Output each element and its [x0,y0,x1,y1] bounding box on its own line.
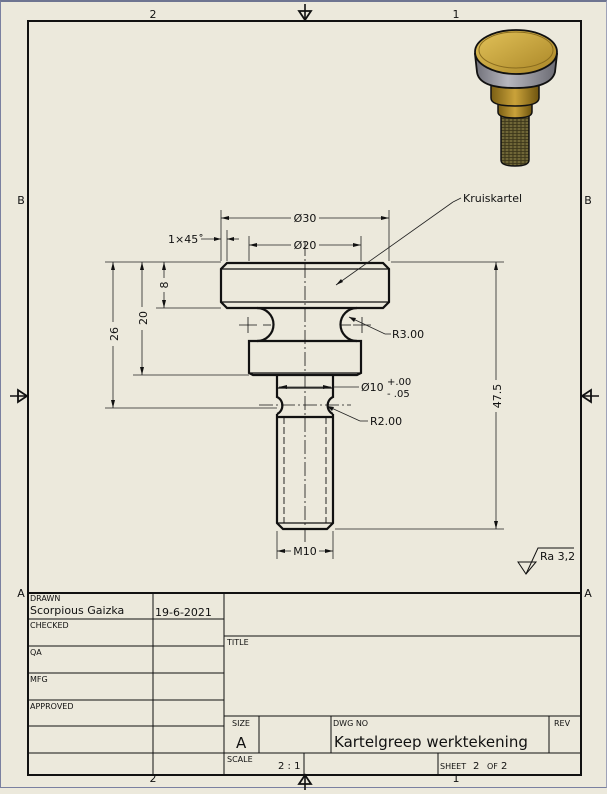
isometric-view [473,29,559,167]
head-outline [219,261,391,310]
label-approved: APPROVED [30,702,74,711]
label-of: OF [487,762,498,771]
label-qa: QA [30,648,42,657]
dim-text-chamfer: 1×45˚ [168,233,204,246]
dim-text-height-47-5: 47.5 [491,384,504,409]
dim-text-radius-3: R3.00 [392,328,424,341]
zone-label-top-1: 1 [453,8,460,21]
zone-label-top-2: 2 [150,8,157,21]
label-size: SIZE [232,719,250,728]
zone-label-right-b: B [584,194,592,207]
dim-text-height-20: 20 [137,311,150,325]
zone-label-bottom-2: 2 [150,772,157,785]
zone-label-left-b: B [17,194,25,207]
centering-mark-right [580,388,599,404]
dimension-dia-10: Ø10 +.00 - .05 [279,377,411,400]
value-dwg-no: Kartelgreep werktekening [334,733,528,751]
surface-finish-symbol: Ra 3,2 [517,547,575,575]
label-dwg-no: DWG NO [333,719,368,728]
dimension-chamfer: 1×45˚ [168,230,239,261]
label-drawn: DRAWN [30,594,60,603]
note-knurl: Kruiskartel [463,192,522,205]
dimension-dia-30: Ø30 [220,210,390,261]
dimension-radius-3: R3.00 [348,316,424,341]
label-checked: CHECKED [30,621,69,630]
dim-text-dia-10: Ø10 [361,381,384,394]
roughness-icon [517,561,538,575]
dimension-height-26: 26 [108,262,121,408]
title-block [28,592,581,775]
dim-text-dia-30: Ø30 [294,212,317,225]
label-rev: REV [554,719,571,728]
dim-text-dia-20: Ø20 [294,239,317,252]
dim-text-thread: M10 [293,545,317,558]
dim-tol-upper: +.00 [387,377,411,388]
surface-finish-value: Ra 3,2 [540,550,575,563]
label-mfg: MFG [30,675,48,684]
dimension-height-47-5: 47.5 [335,261,504,530]
zone-label-bottom-1: 1 [453,772,460,785]
front-view [219,242,391,542]
centering-mark-left [10,388,29,404]
groove-right [339,306,358,343]
value-sheet-total: 2 [501,761,507,772]
dimension-thread-m10: M10 [276,531,334,559]
label-scale: SCALE [227,755,253,764]
value-sheet: 2 [473,761,479,772]
value-size: A [236,734,247,752]
dimension-dia-20: Ø20 [248,236,362,261]
dim-tol-lower: - .05 [387,389,410,400]
dim-text-height-26: 26 [108,327,121,341]
centering-mark-top [297,4,313,22]
label-title: TITLE [226,638,249,647]
value-drawn-date: 19-6-2021 [155,606,212,619]
dim-text-height-8: 8 [158,282,171,289]
dimension-radius-2: R2.00 [326,405,402,428]
zone-label-right-a: A [584,587,592,600]
zone-label-left-a: A [17,587,25,600]
leader-knurl: Kruiskartel [335,192,522,286]
value-scale: 2 : 1 [278,761,300,772]
dimension-height-8: 8 [158,262,171,308]
value-drawn-by: Scorpious Gaizka [30,604,124,617]
groove-left [256,306,275,343]
label-sheet: SHEET [440,762,466,771]
dim-text-radius-2: R2.00 [370,415,402,428]
dimension-height-20: 20 [137,262,150,375]
